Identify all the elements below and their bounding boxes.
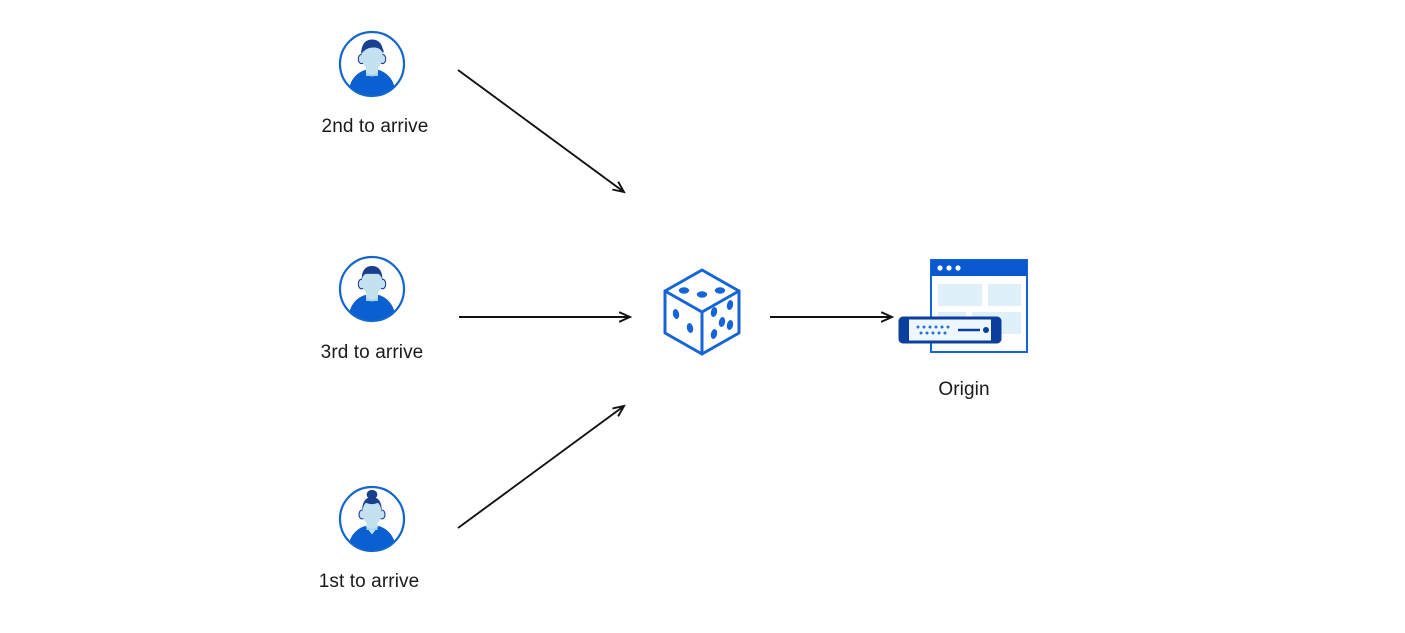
client-avatar-1st[interactable]: [336, 483, 408, 555]
user-avatar-icon: [338, 485, 406, 553]
user-avatar-icon: [338, 255, 406, 323]
client-label-1st: 1st to arrive: [318, 571, 420, 592]
arrow-2nd-to-dice: [457, 69, 624, 192]
dice-cube-icon: [663, 268, 741, 356]
origin-label: Origin: [938, 379, 990, 400]
client-label-2nd: 2nd to arrive: [321, 116, 429, 137]
origin-node[interactable]: [898, 258, 1028, 363]
user-avatar-icon: [338, 30, 406, 98]
origin-server-icon: [898, 259, 1028, 353]
client-avatar-2nd[interactable]: [336, 28, 408, 100]
arrow-1st-to-dice: [457, 406, 624, 529]
server-device-icon: [898, 316, 1002, 344]
dice-node[interactable]: [659, 266, 745, 358]
client-avatar-3rd[interactable]: [336, 253, 408, 325]
client-label-3rd: 3rd to arrive: [320, 342, 424, 363]
